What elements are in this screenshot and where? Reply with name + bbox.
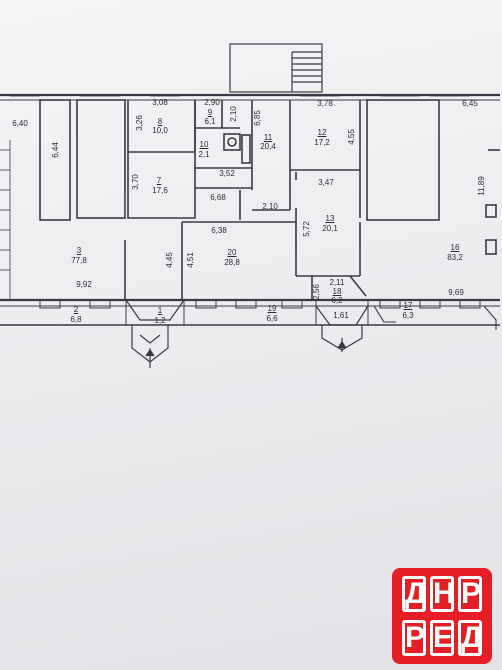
dim-label: 4,45 (165, 252, 174, 268)
dim-label: 3,47 (318, 178, 334, 187)
dim-label: 11,89 (477, 176, 486, 196)
logo-letter: Н (430, 576, 455, 612)
dim-label: 9,92 (76, 280, 92, 289)
dim-label: 4,55 (347, 129, 356, 145)
dim-label: 2,90 (204, 98, 220, 107)
room-3-number: 3 (76, 246, 82, 255)
dim-label: 2,10 (262, 202, 278, 211)
room-18-area: 6,2 (331, 296, 343, 305)
dim-label: 2,56 (312, 284, 321, 300)
dim-label: 4,51 (186, 252, 195, 268)
dim-label: 3,26 (135, 115, 144, 131)
dim-label: 3,70 (131, 174, 140, 190)
room-18-number: 18 (332, 287, 342, 296)
room-9-number: 9 (207, 108, 213, 117)
dim-label: 6,85 (253, 110, 262, 126)
logo-letter: Р (402, 620, 426, 656)
room-7-number: 7 (156, 176, 162, 185)
bottom-strip-partitions (125, 300, 369, 325)
room-13-number: 13 (325, 214, 335, 223)
dim-label: 3,52 (219, 169, 235, 178)
outer-walls (0, 93, 500, 326)
interior-walls (39, 99, 500, 300)
room-8-area: 10,0 (152, 126, 168, 135)
room-11-area: 20,4 (260, 142, 276, 151)
dim-label: 9,69 (448, 288, 464, 297)
bottom-windows (39, 299, 481, 309)
dim-label: 6,38 (211, 226, 227, 235)
logo-letter: Е (430, 620, 454, 656)
room-9-area: 6,1 (204, 117, 216, 126)
room-12-number: 12 (317, 128, 327, 137)
room-2-area: 6,8 (70, 315, 82, 324)
logo-line-2: Р Е Д (398, 620, 486, 658)
room-7-area: 17,6 (152, 186, 168, 195)
dim-label: 6,44 (51, 142, 60, 158)
right-entrance (315, 305, 369, 352)
room-16-area: 83,2 (447, 253, 463, 262)
room-8-number: 8 (157, 117, 163, 126)
dim-label: 3,08 (152, 98, 168, 107)
logo-letter: Д (402, 576, 426, 612)
room-11-number: 11 (263, 133, 273, 142)
logo-letter: Д (458, 620, 482, 656)
room-10-area: 2,1 (198, 150, 210, 159)
left-edge-hatch (0, 140, 11, 300)
room-19-number: 19 (267, 304, 277, 313)
room-10-number: 10 (199, 140, 209, 149)
dim-label: 6,40 (12, 119, 28, 128)
dim-label: 5,72 (302, 221, 311, 237)
room-12-area: 17,2 (314, 138, 330, 147)
room-2-number: 2 (73, 305, 79, 314)
room-1-number: 1 (157, 306, 163, 315)
dim-label: 2,11 (329, 278, 345, 287)
dim-label: 3,78 (317, 99, 333, 108)
room-16-number: 16 (450, 243, 460, 252)
top-stair (229, 43, 323, 93)
logo-letter: Р (458, 576, 482, 612)
room-20-number: 20 (227, 248, 237, 257)
right-porch (373, 305, 497, 330)
room-3-area: 77,8 (71, 256, 87, 265)
dnr-red-logo: Д Н Р Р Е Д (392, 568, 492, 664)
room-1-area: 1,2 (154, 316, 166, 325)
room-17-area: 6,3 (402, 311, 414, 320)
room-13-area: 20,1 (322, 224, 338, 233)
dim-label: 2,10 (229, 106, 238, 122)
room-20-area: 28,8 (224, 258, 240, 267)
room-19-area: 6,6 (266, 314, 278, 323)
dim-label: 6,45 (462, 99, 478, 108)
logo-line-1: Д Н Р (398, 576, 486, 614)
room-17-number: 17 (403, 301, 413, 310)
left-entrance (125, 299, 185, 368)
dim-label: 1,61 (333, 311, 349, 320)
dim-label: 6,68 (210, 193, 226, 202)
